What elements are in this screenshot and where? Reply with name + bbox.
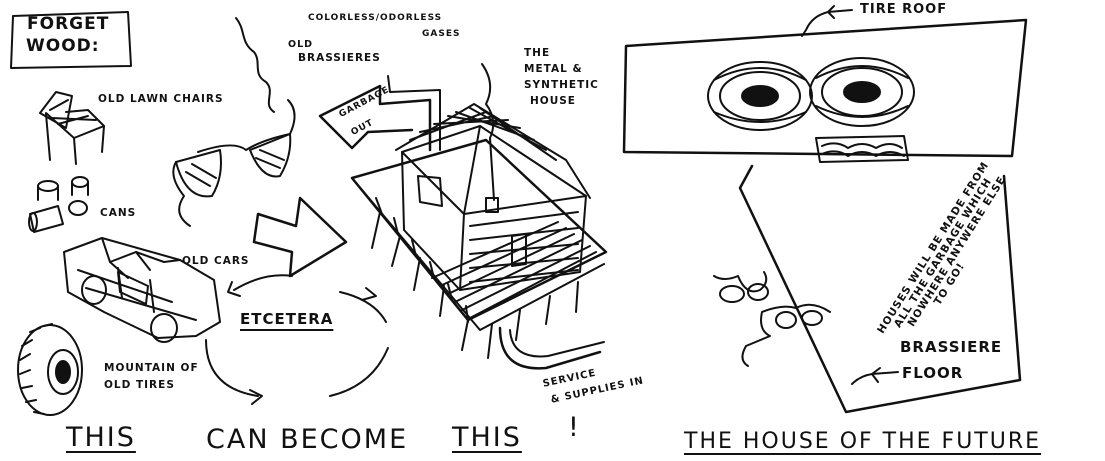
- label-tires-line-1: MOUNTAIN OF: [104, 363, 199, 374]
- header-line-2: WOOD:: [26, 38, 100, 56]
- label-gases-line-2: GASES: [422, 30, 460, 39]
- label-old-cars: OLD CARS: [182, 256, 249, 267]
- tire-roof-drawing: [624, 6, 1026, 162]
- label-etcetera: ETCETERA: [240, 312, 333, 328]
- cans-drawing: [29, 177, 88, 232]
- label-house-line-2: METAL &: [524, 64, 583, 75]
- caption-this-2: THIS: [452, 424, 522, 452]
- brassiere-drawing: [173, 18, 294, 226]
- label-brassiere-floor-line-2: FLOOR: [902, 366, 963, 382]
- old-car-drawing: [64, 238, 220, 342]
- label-brassiere-floor-line-1: BRASSIERE: [900, 340, 1002, 356]
- cycle-arrows: [206, 275, 388, 404]
- caption-this-1: THIS: [66, 424, 136, 452]
- label-gases-line-1: COLORLESS/ODORLESS: [308, 14, 442, 23]
- label-house-line-4: HOUSE: [530, 96, 576, 107]
- label-house-line-1: THE: [524, 48, 550, 59]
- big-arrow: [254, 198, 346, 276]
- caption-bang: !: [568, 414, 581, 442]
- caption-house-of-the-future: THE HOUSE OF THE FUTURE: [684, 430, 1041, 453]
- label-lawn-chairs: OLD LAWN CHAIRS: [98, 94, 224, 105]
- label-brassieres-line-1: OLD: [288, 40, 313, 50]
- header-line-1: FORGET: [27, 16, 109, 34]
- label-tires-line-2: OLD TIRES: [104, 380, 175, 391]
- tire-drawing: [18, 324, 82, 415]
- lawn-chair-drawing: [40, 92, 104, 164]
- label-tire-roof: TIRE ROOF: [860, 3, 947, 17]
- house-drawing: [320, 64, 606, 368]
- label-house-line-3: SYNTHETIC: [524, 80, 599, 91]
- label-brassieres-line-2: BRASSIERES: [298, 53, 381, 64]
- caption-can-become: CAN BECOME: [206, 426, 408, 454]
- label-cans: CANS: [100, 208, 136, 219]
